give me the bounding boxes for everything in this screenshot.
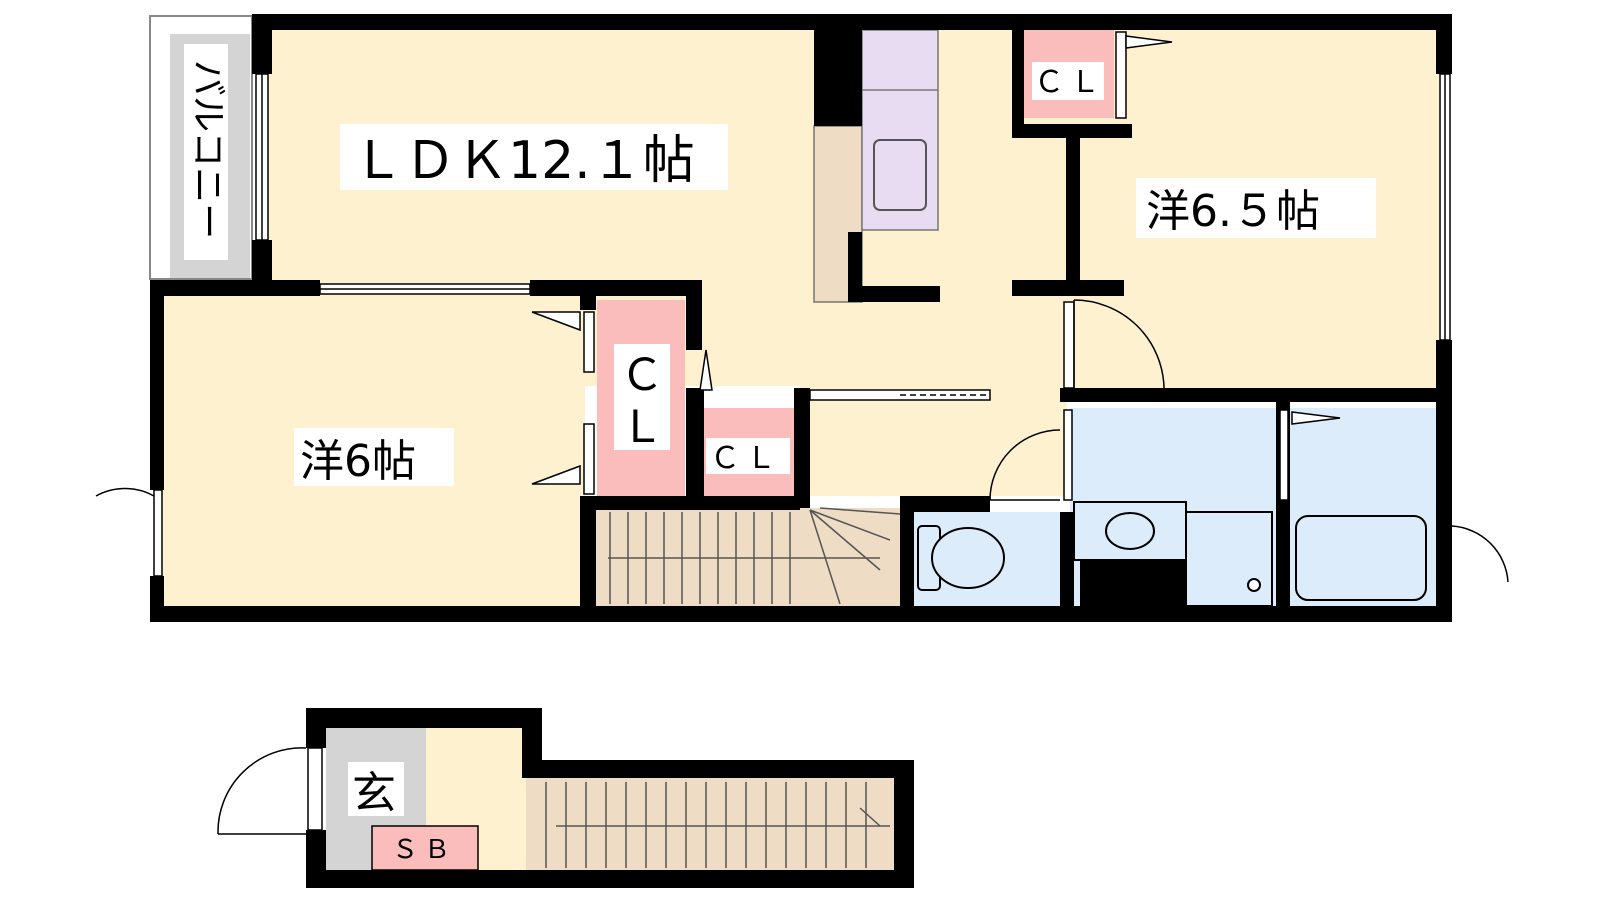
room-6-label-bg <box>294 428 454 486</box>
fixtures <box>917 501 1427 607</box>
sink-icon <box>1105 512 1155 550</box>
stairs-upper <box>608 507 901 605</box>
ldk-label: ＬＤＫ12.１帖 <box>352 131 695 191</box>
room-65-label-bg <box>1136 178 1376 238</box>
ldk-hall-floor <box>800 386 1067 496</box>
toilet-bowl-icon <box>931 527 1005 589</box>
stairs-lower-floor <box>526 778 894 870</box>
doors <box>95 35 1509 583</box>
closet-top-label-bg <box>1032 62 1104 100</box>
closet-top-label: ＣＬ <box>1034 65 1106 100</box>
bathtub-icon <box>1295 515 1427 601</box>
ldk-label-bg <box>340 124 728 190</box>
room-65-label: 洋6.５帖 <box>1146 186 1320 237</box>
closet-v-label-top: Ｃ <box>620 350 664 401</box>
walls-lower <box>306 708 914 888</box>
shoe-box <box>371 825 479 871</box>
entrance-label-bg <box>348 762 404 816</box>
svg-text:バルコニー: バルコニー <box>187 60 228 239</box>
closet-v-label-bg <box>614 344 670 450</box>
windows <box>153 31 1451 577</box>
entrance-door <box>217 747 323 835</box>
room-6-label: 洋6帖 <box>300 436 416 487</box>
closet-v-label-bottom: Ｌ <box>620 402 664 453</box>
closet-small-label: ＣＬ <box>710 441 782 476</box>
closet-small-label-bg <box>706 438 790 474</box>
washer-space <box>1185 511 1273 607</box>
stove-icon <box>873 139 927 211</box>
stairs-upper-floor <box>595 508 900 606</box>
shoe-box-label: ＳＢ <box>392 835 456 865</box>
balcony-label: バルコニー <box>184 44 228 260</box>
entrance-label: 玄 <box>352 768 396 819</box>
stairs-lower <box>545 782 890 868</box>
walls-upper <box>150 14 1452 622</box>
